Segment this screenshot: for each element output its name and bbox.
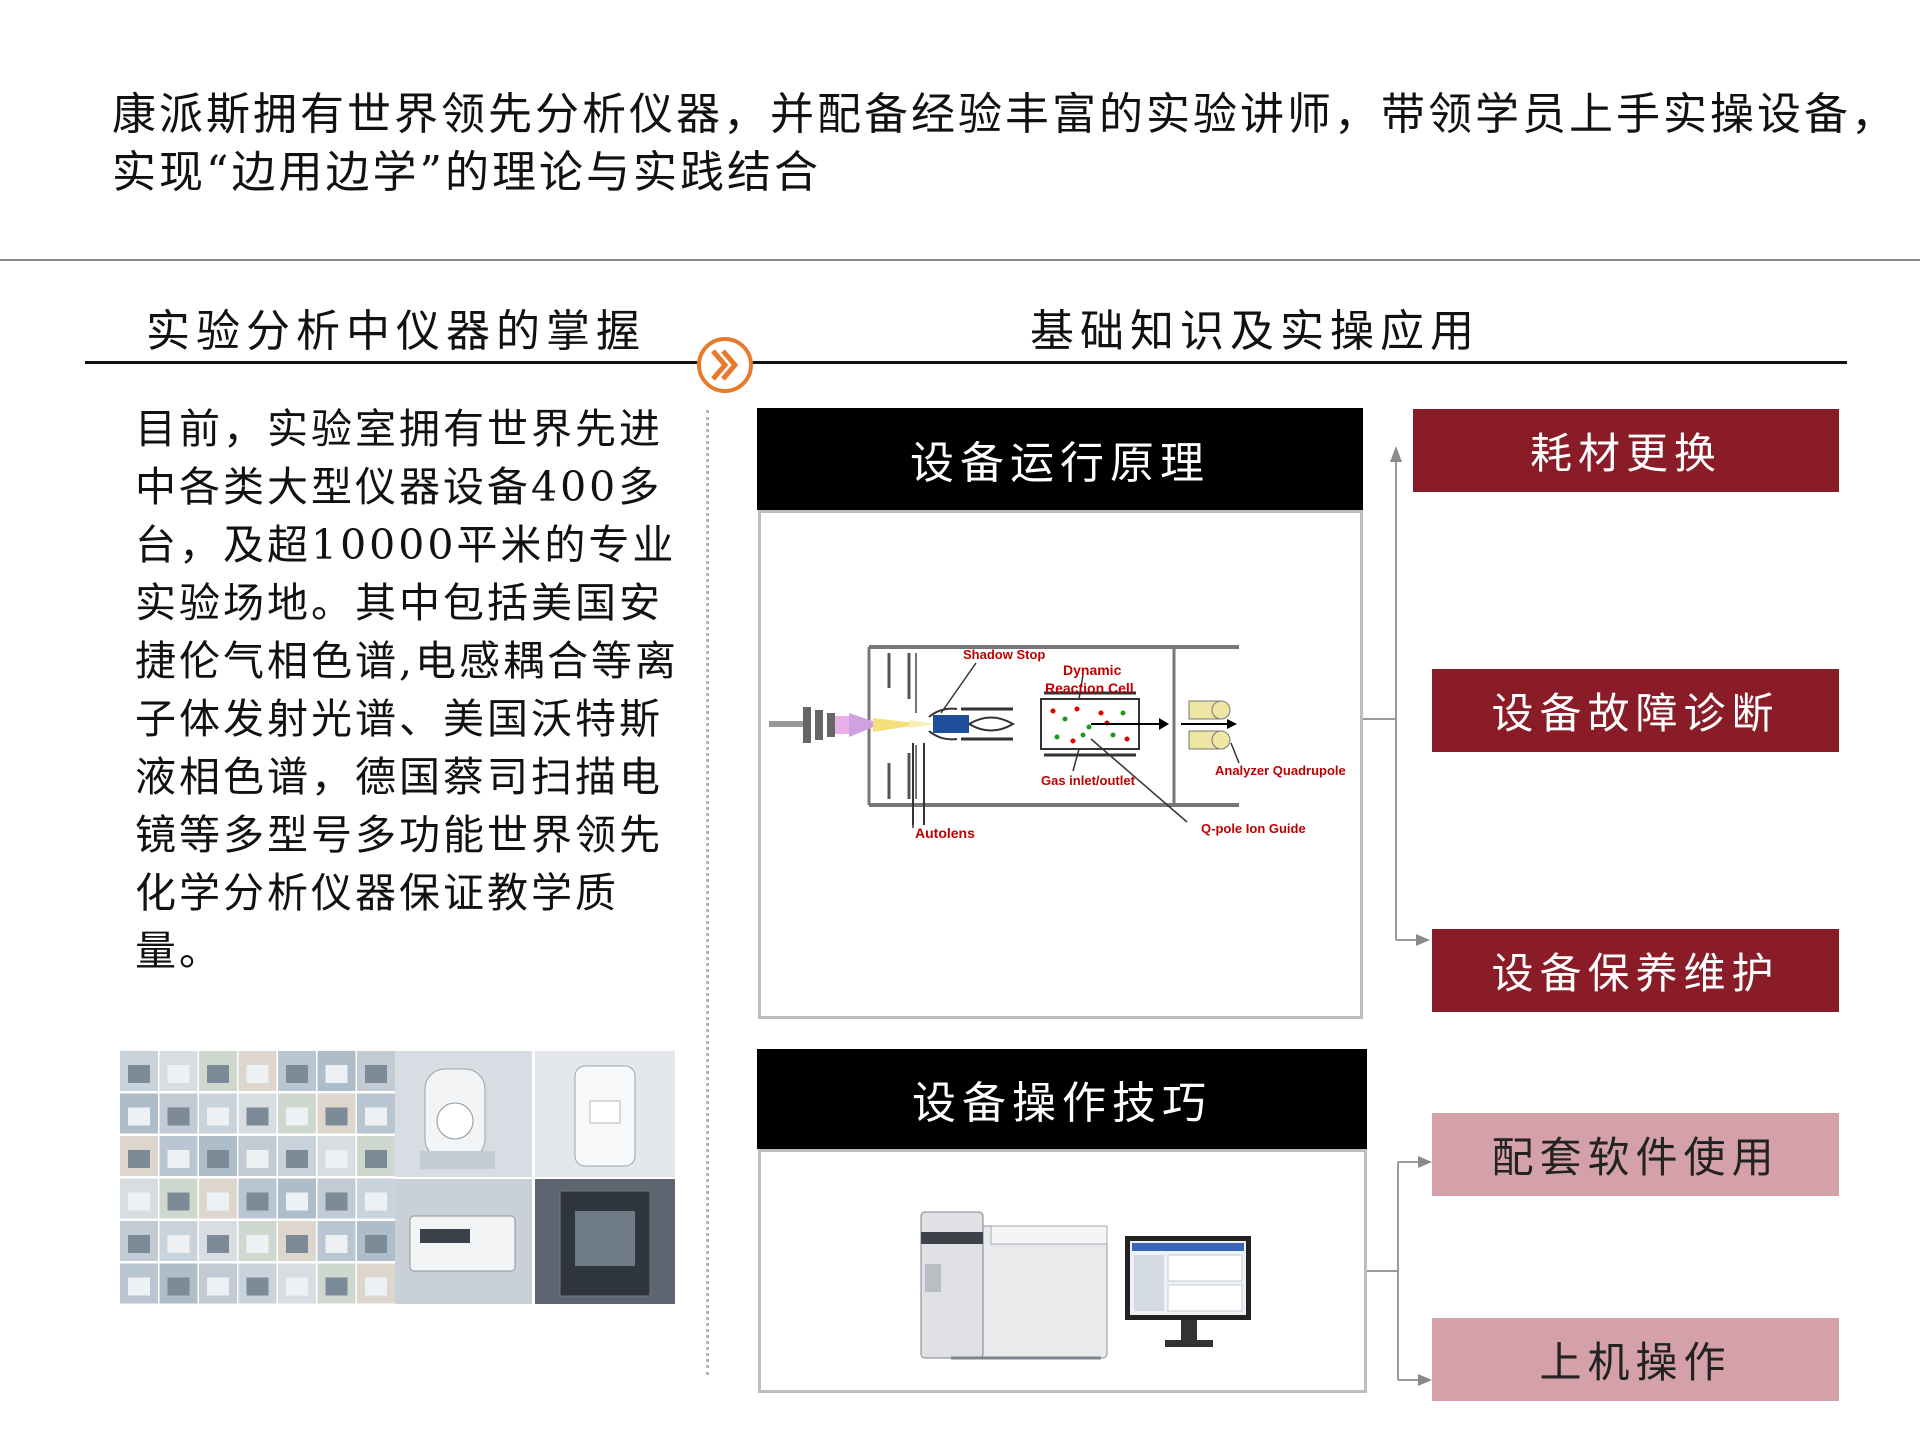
icp-ms-schematic: Shadow Stop Dynamic Reaction Cell Gas in…: [769, 645, 1346, 841]
lab-photo-thumbnail-detail: [167, 1277, 190, 1296]
tag-maintenance: 设备保养维护: [1432, 929, 1839, 1012]
lab-photo-thumbnail-detail: [286, 1107, 308, 1126]
lab-photo-thumbnail-detail: [246, 1107, 269, 1126]
right-section-title: 基础知识及实操应用: [1030, 306, 1480, 357]
lab-photo-thumbnail-detail: [167, 1150, 190, 1168]
label-shadow-stop: Shadow Stop: [963, 647, 1045, 662]
lab-photo-grid: [120, 1051, 395, 1304]
tag-software-usage: 配套软件使用: [1432, 1113, 1839, 1196]
lab-photo-thumbnail-detail: [207, 1192, 229, 1211]
skills-panel-header: 设备操作技巧: [757, 1049, 1367, 1149]
lab-photo-thumbnail-detail: [128, 1065, 150, 1083]
lab-photo-thumbnail-detail: [365, 1192, 387, 1211]
lab-photo-thumbnail-detail: [246, 1150, 269, 1168]
label-qpole-ion-guide: Q-pole Ion Guide: [1201, 821, 1306, 836]
left-section-title: 实验分析中仪器的掌握: [146, 306, 646, 357]
tag-hands-on-operation: 上机操作: [1432, 1318, 1839, 1401]
lab-photo-thumbnail-detail: [246, 1192, 269, 1211]
lab-photo-thumbnail-detail: [325, 1150, 348, 1168]
label-analyzer-quadrupole: Analyzer Quadrupole: [1215, 763, 1346, 778]
arrow-right-icon: [1418, 1156, 1432, 1168]
skills-image-box: [758, 1149, 1367, 1393]
lab-photo-thumbnail-detail: [246, 1065, 269, 1083]
lab-photo-thumbnail-detail: [167, 1235, 190, 1253]
reaction-particles: [1050, 706, 1130, 744]
lab-photo-thumbnail-detail: [207, 1150, 229, 1168]
lab-photo-thumbnail-detail: [286, 1277, 308, 1296]
lab-photo-thumbnail-detail: [128, 1192, 150, 1211]
label-reaction-cell: Reaction Cell: [1045, 680, 1134, 696]
lab-photo-thumbnail-detail: [325, 1277, 348, 1296]
arrow-right-icon: [1416, 934, 1430, 946]
lab-photo-thumbnail-detail: [286, 1150, 308, 1168]
lab-photo-thumbnail-detail: [365, 1065, 387, 1083]
lab-photo-collage: [120, 1051, 675, 1304]
arrow-up-icon: [1390, 446, 1402, 462]
autolens-shape: [933, 715, 969, 733]
lab-photo-thumbnail-detail: [365, 1107, 387, 1126]
lab-photo-thumbnail-detail: [365, 1235, 387, 1253]
tag-fault-diagnosis: 设备故障诊断: [1432, 669, 1839, 752]
instrument-workstation-image: [920, 1211, 1251, 1360]
lab-photo-thumbnail-detail: [167, 1192, 190, 1211]
lab-photo-thumbnail-detail: [207, 1107, 229, 1126]
principle-diagram-box: Shadow Stop Dynamic Reaction Cell Gas in…: [758, 510, 1363, 1019]
label-gas-inlet: Gas inlet/outlet: [1041, 773, 1136, 788]
label-autolens: Autolens: [915, 825, 975, 841]
lab-photo-thumbnail-detail: [365, 1277, 387, 1296]
double-chevron-right-icon-glyph: [711, 349, 739, 381]
top-divider: [0, 259, 1920, 261]
intro-paragraph: 目前，实验室拥有世界先进中各类大型仪器设备400多台，及超10000平米的专业实…: [135, 405, 680, 975]
lab-photo-thumbnail-detail: [128, 1107, 150, 1126]
lab-photo-thumbnail-detail: [325, 1065, 348, 1083]
lab-photo-thumbnail-detail: [365, 1150, 387, 1168]
lab-photo-thumbnail-detail: [128, 1235, 150, 1253]
lab-photo-thumbnail-detail: [128, 1150, 150, 1168]
lab-photo-thumbnail-detail: [325, 1235, 348, 1253]
lab-photo-thumbnail-detail: [128, 1277, 150, 1296]
lab-photo-thumbnail-detail: [286, 1065, 308, 1083]
column-divider: [706, 410, 709, 1375]
double-chevron-right-icon: [697, 337, 753, 393]
lab-photo-thumbnail-detail: [286, 1192, 308, 1211]
tag-consumables-replacement: 耗材更换: [1413, 409, 1839, 492]
lab-photo-thumbnail-detail: [207, 1065, 229, 1083]
lab-photo-thumbnail-detail: [207, 1235, 229, 1253]
lab-photo-thumbnail-detail: [246, 1235, 269, 1253]
page-headline: 康派斯拥有世界领先分析仪器，并配备经验丰富的实验讲师，带领学员上手实操设备，实现…: [112, 89, 1898, 198]
principle-panel-header: 设备运行原理: [757, 408, 1363, 510]
lab-photo-thumbnail-detail: [286, 1235, 308, 1253]
lab-photo-thumbnail-detail: [167, 1107, 190, 1126]
lab-photo-thumbnail-detail: [207, 1277, 229, 1296]
lab-photo-thumbnail-detail: [325, 1107, 348, 1126]
lab-photo-thumbnail-detail: [246, 1277, 269, 1296]
lab-photo-thumbnail-detail: [167, 1065, 190, 1083]
arrow-right-icon: [1418, 1374, 1432, 1386]
section-title-rule: [85, 361, 1847, 364]
label-dynamic: Dynamic: [1063, 662, 1122, 678]
lab-photo-thumbnail-detail: [325, 1192, 348, 1211]
